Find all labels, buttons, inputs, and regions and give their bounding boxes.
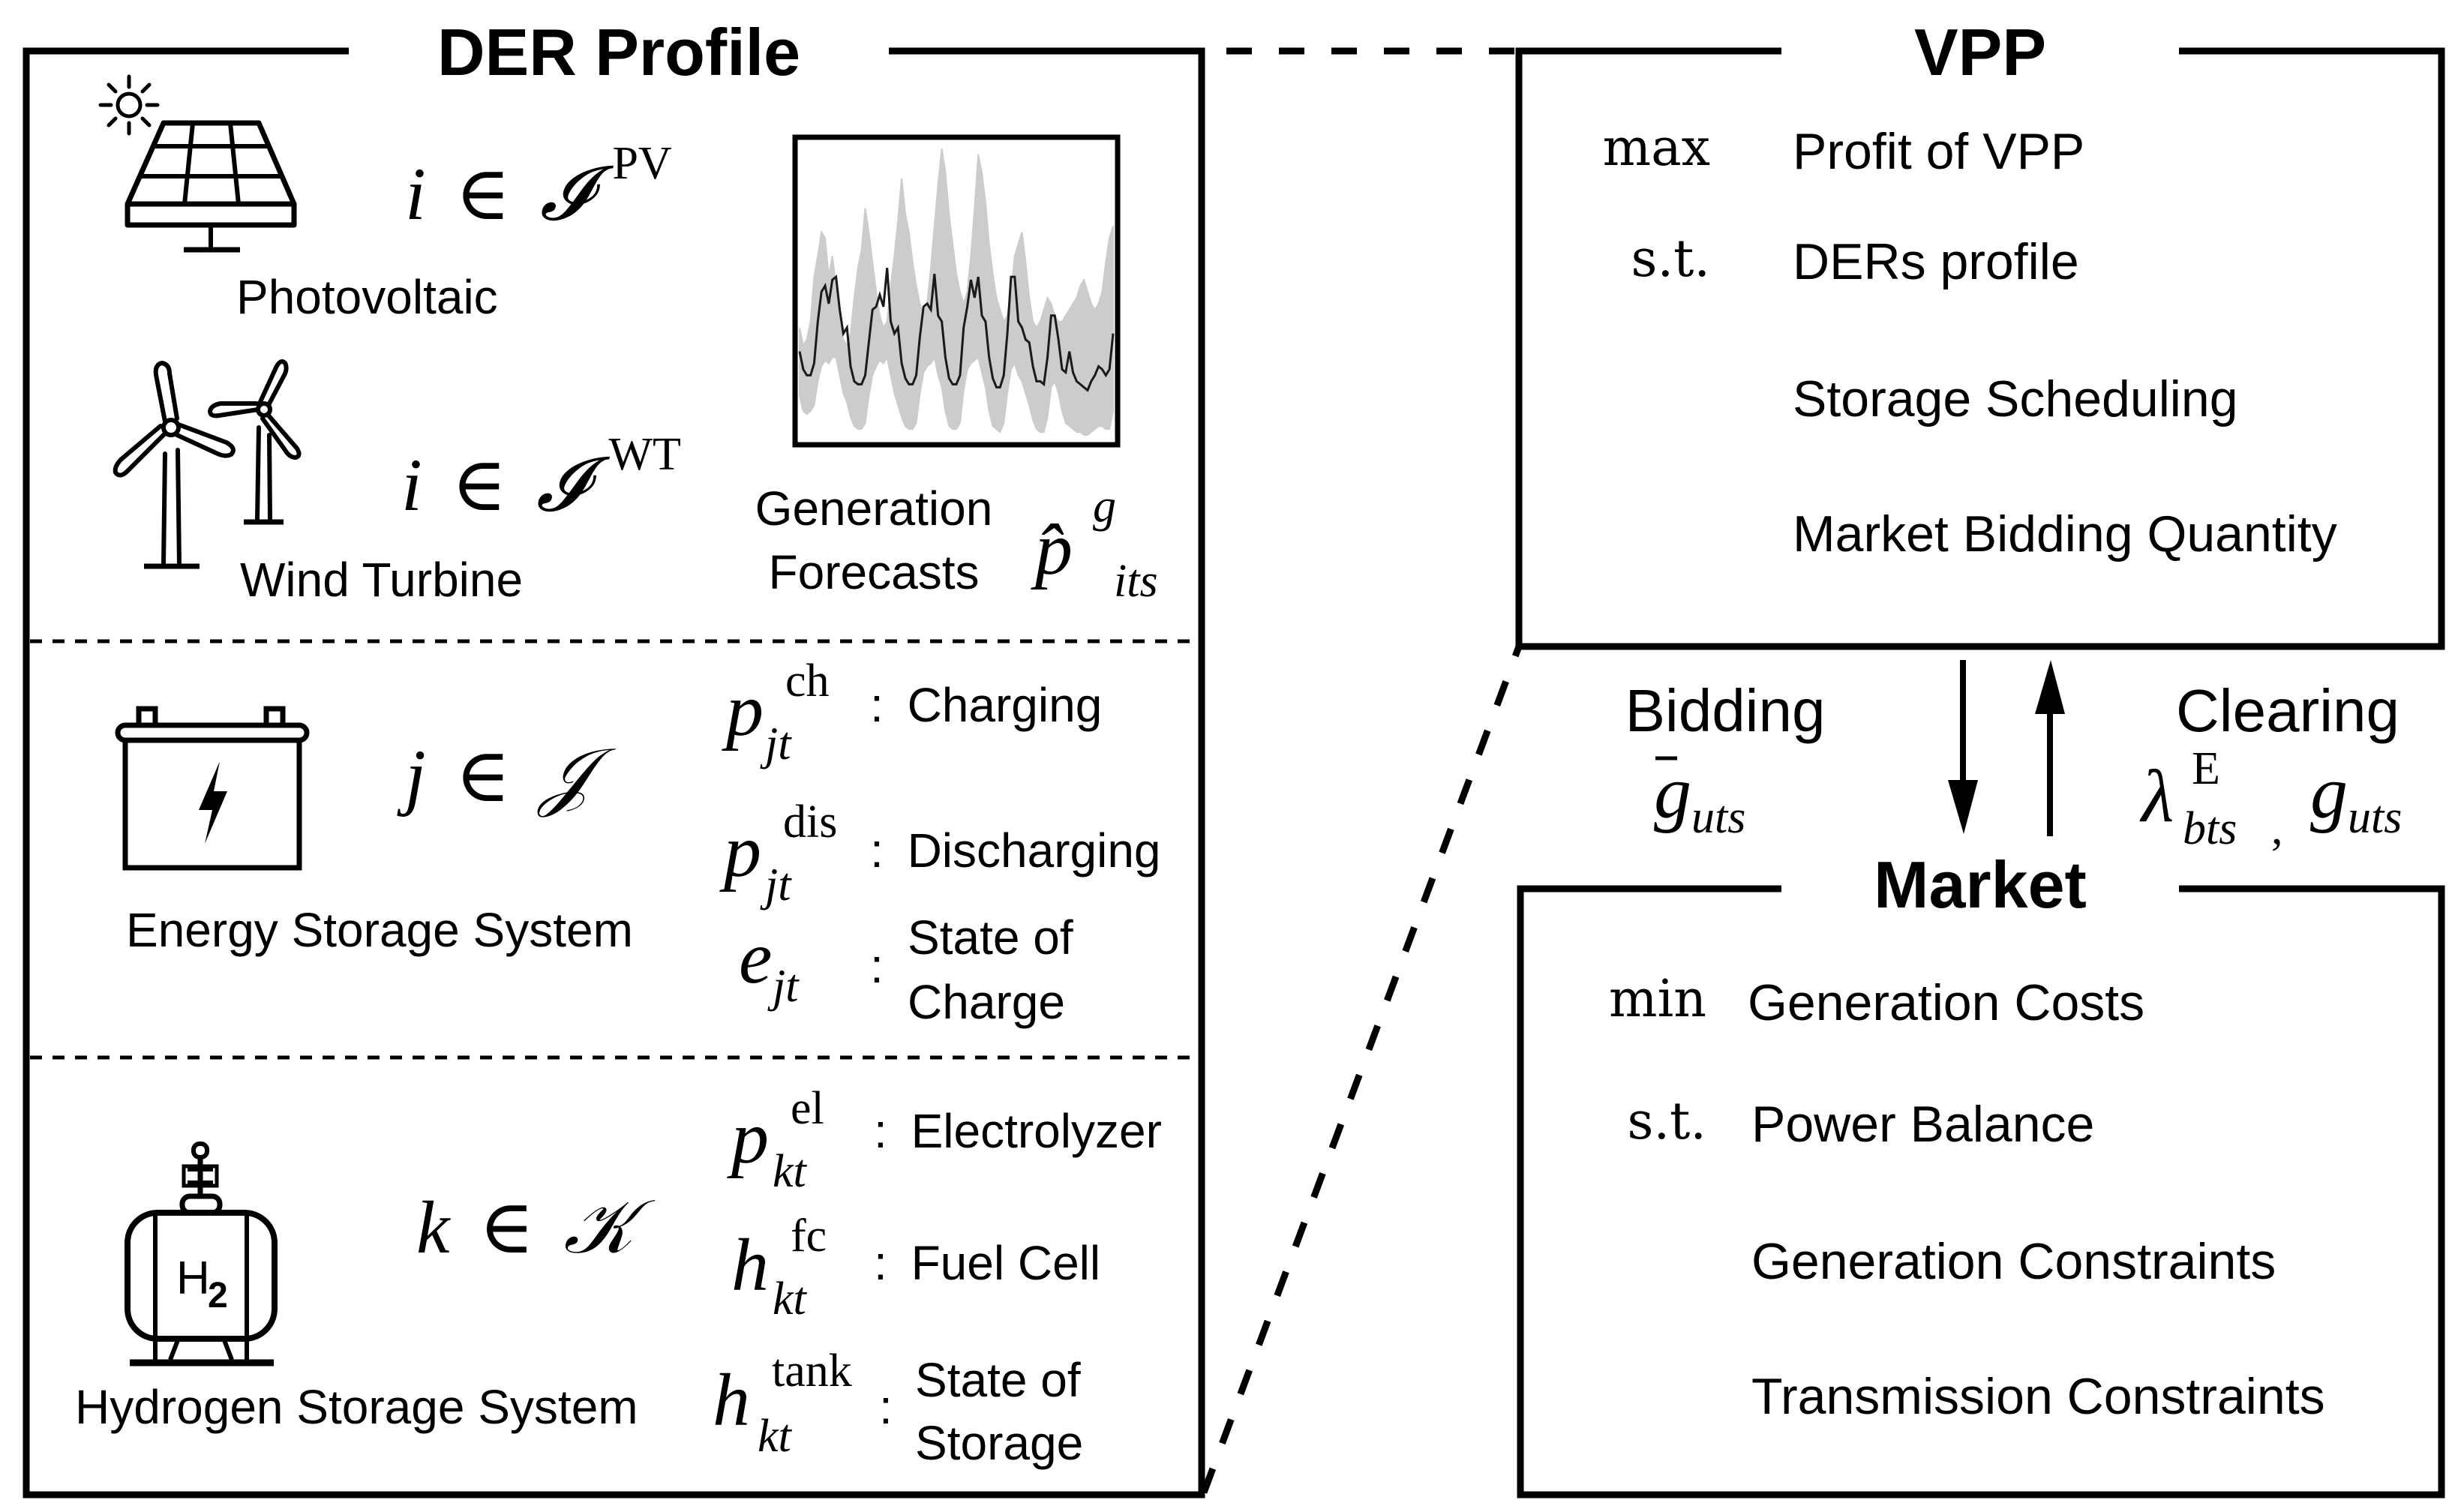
ess-variable-discharging: p dis jt : Discharging (719, 796, 1161, 910)
svg-text:h fc: h fc (731, 1210, 827, 1306)
svg-text:jt: jt (760, 718, 792, 770)
svg-text:Charge: Charge (908, 975, 1065, 1029)
svg-text:,: , (2271, 803, 2283, 854)
market-constraint: Generation Constraints (1751, 1233, 2276, 1290)
hss-variable-state-of-storage: h tank kt : State of Storage (713, 1346, 1083, 1470)
market-exchange: Bidding g uts Clearing λ E bts , g uts (1625, 660, 2402, 854)
hss-label: Hydrogen Storage System (75, 1380, 638, 1434)
ess-set-expression: j ∈ 𝒥 (397, 734, 616, 818)
lightning-bolt-icon (199, 761, 227, 844)
pv-set-expression: i ∈ 𝓘 PV (405, 138, 672, 236)
wt-section: i ∈ 𝓘 WT Wind Turbine (113, 359, 681, 607)
arrow-down-icon (1948, 660, 1978, 834)
svg-text:State of: State of (908, 910, 1073, 964)
svg-text:uts: uts (2348, 792, 2402, 843)
svg-text:bts: bts (2183, 803, 2237, 854)
hss-section: H 2 k ∈ 𝒦 Hydrogen Storage System p el k… (75, 1083, 1162, 1470)
market-constraint: Transmission Constraints (1751, 1368, 2325, 1425)
market-objective-keyword: min (1609, 970, 1706, 1029)
svg-text:kt: kt (758, 1411, 793, 1462)
market-objective: Generation Costs (1748, 974, 2144, 1031)
clearing-symbols: λ E bts , g uts (2139, 743, 2402, 854)
vpp-constraint: DERs profile (1793, 233, 2079, 290)
pv-section: i ∈ 𝓘 PV Photovoltaic (98, 74, 672, 324)
svg-text:h tank: h tank (713, 1346, 852, 1442)
bidding-label: Bidding (1625, 677, 1826, 744)
hss-variable-electrolyzer: p el kt : Electrolyzer (727, 1083, 1162, 1197)
hss-variable-fuel-cell: h fc kt : Fuel Cell (731, 1210, 1100, 1324)
svg-text:jt: jt (767, 961, 800, 1012)
ess-section: j ∈ 𝒥 Energy Storage System p ch jt : Ch… (115, 656, 1161, 1029)
svg-text:g: g (2310, 751, 2348, 834)
forecast-symbol: p̂ g its (1031, 454, 1158, 607)
svg-text:: Fuel Cell: : Fuel Cell (874, 1236, 1100, 1290)
ess-variable-charging: p ch jt : Charging (722, 656, 1102, 770)
svg-text::: : (870, 939, 884, 993)
ess-variable-desc: : Discharging (870, 824, 1161, 878)
forecast-scenario-band (799, 148, 1114, 436)
vpp-panel: VPP max Profit of VPP s.t. DERs profile … (1515, 15, 2445, 650)
svg-text:State of: State of (915, 1353, 1081, 1407)
chart-plot-area (798, 148, 1115, 436)
market-panel: Market min Generation Costs s.t. Power B… (1517, 848, 2445, 1498)
svg-text:λ: λ (2139, 754, 2174, 838)
svg-text:Storage: Storage (915, 1416, 1083, 1470)
market-constraint-keyword: s.t. (1628, 1092, 1706, 1151)
battery-icon (115, 706, 310, 871)
svg-text:2: 2 (208, 1276, 228, 1316)
arrow-up-head (2035, 660, 2065, 714)
hydrogen-tank-icon: H 2 (125, 1142, 278, 1366)
vpp-constraint: Storage Scheduling (1793, 370, 2238, 428)
clearing-label: Clearing (2176, 677, 2399, 744)
vpp-objective: Profit of VPP (1793, 123, 2084, 180)
svg-text:p dis: p dis (719, 796, 837, 892)
vpp-constraint-keyword: s.t. (1631, 230, 1710, 289)
svg-text::: : (879, 1380, 893, 1434)
forecast-series-highlighted-scenario (798, 268, 1115, 392)
market-title: Market (1874, 848, 2087, 922)
pv-label: Photovoltaic (236, 270, 498, 324)
generation-forecast-chart: Generation Forecasts p̂ g its (755, 134, 1158, 607)
hss-set-expression: k ∈ 𝒦 (416, 1186, 655, 1269)
der-profile-panel: DER Profile (23, 15, 1205, 1498)
forecast-label-line2: Forecasts (769, 545, 980, 599)
wt-set-expression: i ∈ 𝓘 WT (401, 429, 681, 526)
ess-label: Energy Storage System (126, 903, 633, 957)
market-constraint: Power Balance (1751, 1096, 2094, 1153)
vpp-title: VPP (1914, 15, 2046, 89)
der-profile-border (23, 47, 1205, 1498)
ess-variable-state-of-charge: e jt : State of Charge (739, 910, 1073, 1029)
wind-turbine-icon (113, 359, 302, 569)
der-profile-title: DER Profile (437, 15, 800, 89)
vpp-objective-keyword: max (1603, 118, 1710, 178)
svg-text:kt: kt (773, 1274, 808, 1324)
forecast-label-line1: Generation (755, 482, 993, 536)
bidding-symbol: g uts (1654, 751, 1745, 843)
vpp-constraint: Market Bidding Quantity (1793, 506, 2337, 562)
svg-text:p el: p el (727, 1083, 824, 1179)
zoom-connector-diagonal (1200, 645, 1523, 1494)
ess-variable-desc: : Charging (870, 678, 1102, 732)
wt-label: Wind Turbine (240, 553, 523, 607)
svg-text:g: g (1654, 751, 1691, 834)
market-border (1517, 885, 2445, 1498)
svg-text:uts: uts (1691, 792, 1745, 843)
svg-text:E: E (2192, 743, 2220, 794)
svg-text:p ch: p ch (722, 656, 830, 752)
svg-text:H: H (176, 1252, 210, 1304)
svg-text:jt: jt (760, 860, 792, 910)
vpp-border (1515, 47, 2445, 650)
svg-text:kt: kt (773, 1146, 808, 1197)
svg-text:: Electrolyzer: : Electrolyzer (874, 1104, 1162, 1158)
svg-text:e: e (739, 916, 772, 999)
solar-panel-icon (98, 74, 297, 253)
